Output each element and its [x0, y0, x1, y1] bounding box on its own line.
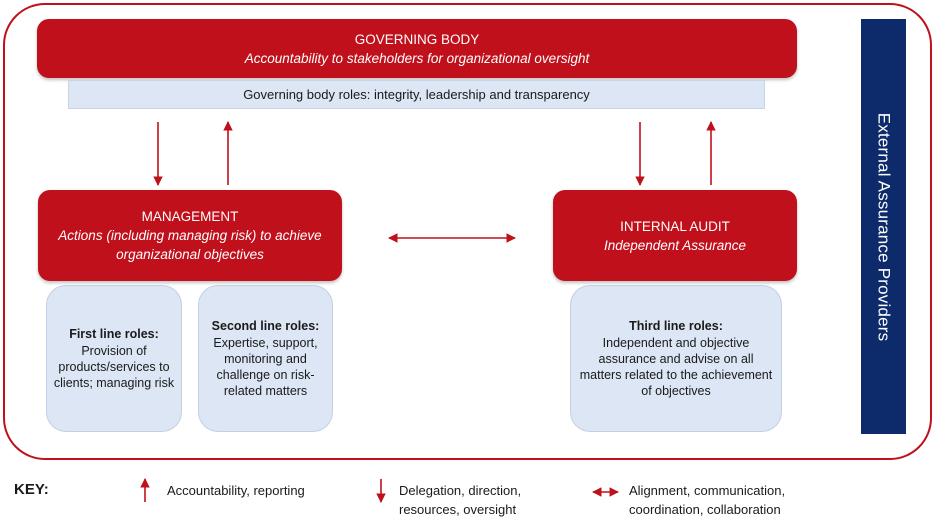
first-line-heading: First line roles: — [69, 327, 159, 341]
management-title: MANAGEMENT — [141, 209, 239, 224]
governing-body-subtitle: Accountability to stakeholders for organ… — [244, 50, 590, 66]
key-double-arrow-label: Alignment, communication, coordination, … — [629, 483, 786, 517]
internal-audit-title: INTERNAL AUDIT — [620, 218, 730, 234]
key-down-arrow-label: Delegation, direction, resources, oversi… — [399, 483, 522, 517]
governing-body-roles-bar: Governing body roles: integrity, leaders… — [68, 80, 765, 109]
first-line-roles-box: First line roles: Provision of products/… — [46, 285, 182, 432]
internal-audit-subtitle: Independent Assurance — [603, 237, 747, 253]
management-box: MANAGEMENT Actions (including managing r… — [38, 190, 342, 281]
second-line-roles-box: Second line roles: Expertise, support, m… — [198, 285, 333, 432]
second-line-heading: Second line roles: — [211, 319, 320, 333]
key-up-arrow-label: Accountability, reporting — [167, 483, 305, 498]
second-line-text: Expertise, support, monitoring and chall… — [213, 336, 318, 398]
governing-body-box: GOVERNING BODY Accountability to stakeho… — [37, 19, 797, 78]
third-line-text: Independent and objective assurance and … — [579, 336, 773, 398]
third-line-roles-box: Third line roles: Independent and object… — [570, 285, 782, 432]
governing-body-roles-text: Governing body roles: integrity, leaders… — [243, 87, 590, 102]
key-title: KEY: — [14, 481, 49, 498]
third-line-heading: Third line roles: — [629, 319, 723, 333]
outer-frame — [3, 3, 932, 460]
governing-body-title: GOVERNING BODY — [354, 31, 480, 47]
internal-audit-box: INTERNAL AUDIT Independent Assurance — [553, 190, 797, 281]
first-line-text: Provision of products/services to client… — [53, 344, 175, 390]
management-subtitle: Actions (including managing risk) to ach… — [58, 228, 322, 262]
external-assurance-bar: External Assurance Providers — [861, 19, 906, 434]
